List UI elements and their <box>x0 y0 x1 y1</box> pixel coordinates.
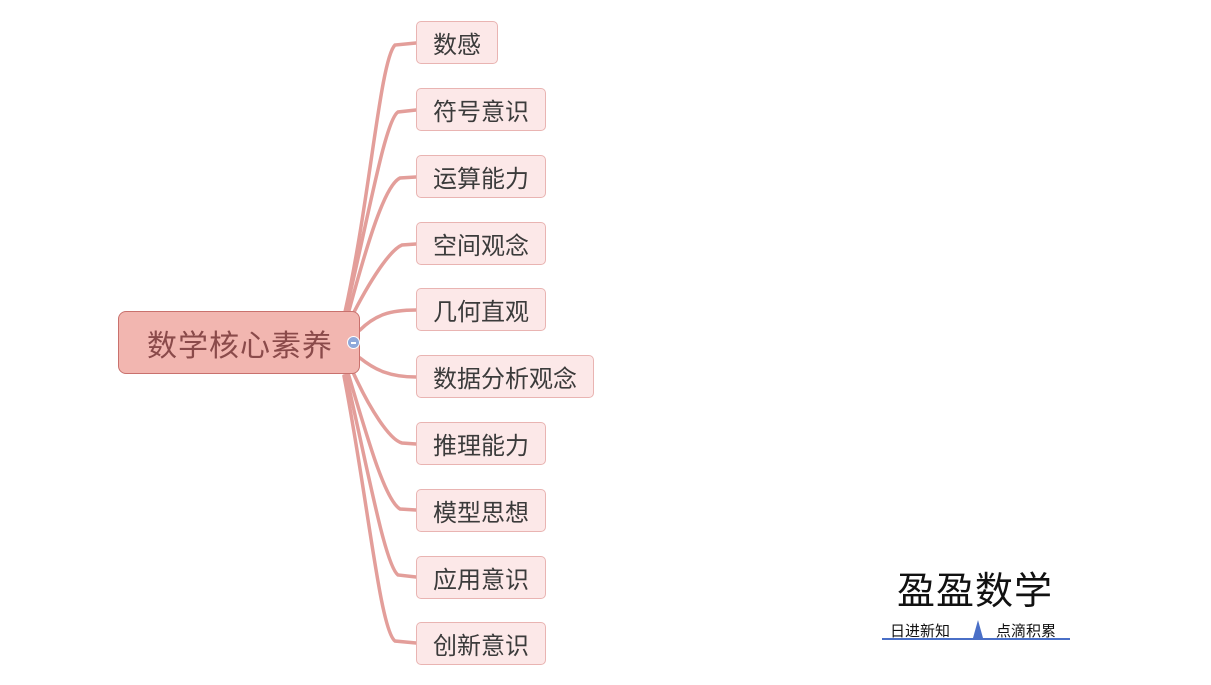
subtopic-reasoning[interactable]: 推理能力 <box>416 422 546 465</box>
collapse-toggle-icon[interactable] <box>347 336 360 349</box>
brand-title: 盈盈数学 <box>896 569 1053 613</box>
subtopic-label: 创新意识 <box>433 632 529 660</box>
subtopic-label: 数据分析观念 <box>433 365 577 393</box>
subtopic-label: 应用意识 <box>433 566 529 594</box>
subtopic-label: 推理能力 <box>433 432 529 460</box>
brand-slogan: 日进新知 点滴积累 <box>882 620 1070 640</box>
slogan-left: 日进新知 <box>890 622 951 640</box>
subtopic-geometric-intuition[interactable]: 几何直观 <box>416 288 546 331</box>
subtopic-label: 空间观念 <box>433 232 529 260</box>
subtopic-spatial-concept[interactable]: 空间观念 <box>416 222 546 265</box>
brand-logo: 盈盈数学 日进新知 点滴积累 <box>880 560 1070 640</box>
triangle-icon <box>973 620 983 638</box>
subtopic-data-analysis[interactable]: 数据分析观念 <box>416 355 594 398</box>
subtopic-label: 几何直观 <box>433 298 529 326</box>
subtopic-label: 符号意识 <box>433 98 529 126</box>
root-topic[interactable]: 数学核心素养 <box>118 311 360 374</box>
subtopic-application[interactable]: 应用意识 <box>416 556 546 599</box>
subtopic-label: 数感 <box>433 31 481 59</box>
slogan-right: 点滴积累 <box>996 622 1057 640</box>
subtopic-label: 运算能力 <box>433 165 529 193</box>
subtopic-symbol-awareness[interactable]: 符号意识 <box>416 88 546 131</box>
subtopic-innovation[interactable]: 创新意识 <box>416 622 546 665</box>
subtopic-number-sense[interactable]: 数感 <box>416 21 498 64</box>
root-topic-label: 数学核心素养 <box>147 328 333 364</box>
subtopic-computation[interactable]: 运算能力 <box>416 155 546 198</box>
subtopic-modeling[interactable]: 模型思想 <box>416 489 546 532</box>
subtopic-label: 模型思想 <box>433 499 529 527</box>
